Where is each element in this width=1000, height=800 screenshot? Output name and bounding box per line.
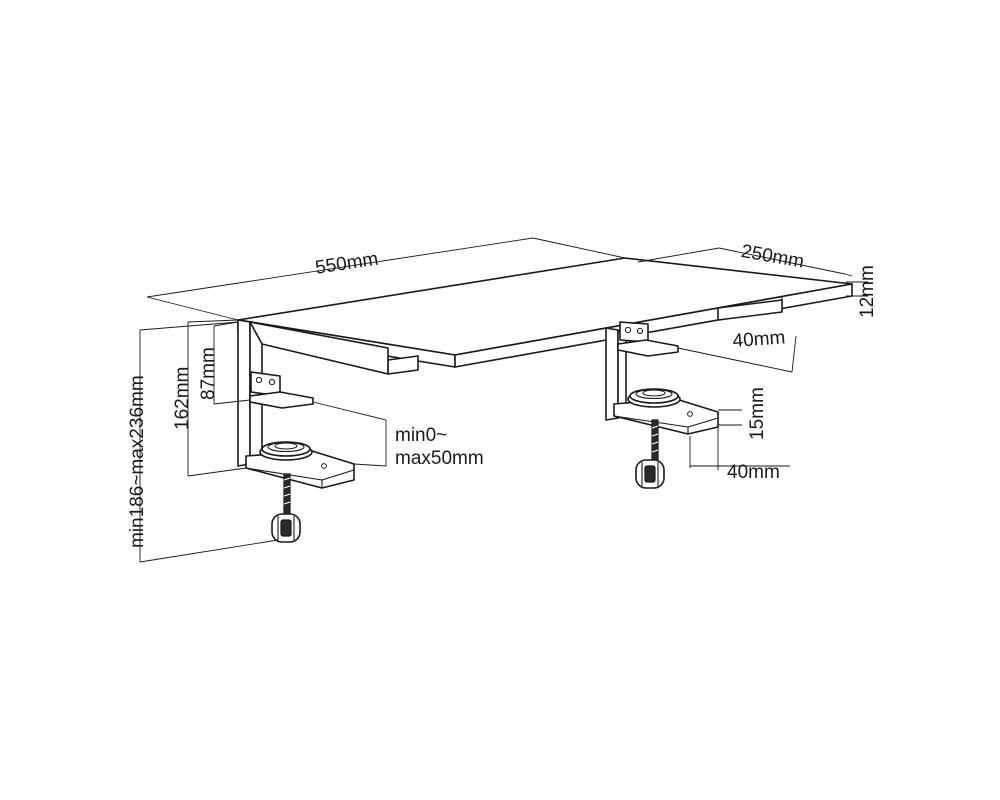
thickness-label: 12mm [857, 265, 878, 318]
clamp-height-label: 15mm [747, 387, 768, 440]
right-bracket [605, 321, 719, 489]
left-bracket [237, 319, 389, 543]
dimension-lines [139, 237, 868, 563]
clamp-depth-label: 40mm [727, 462, 780, 483]
bracket-width-label: 40mm [731, 327, 787, 352]
overall-height-label: min186~max236mm [127, 375, 148, 548]
clamp-gap-label-line2: max50mm [395, 448, 484, 469]
shelf-to-tray-label: 87mm [198, 347, 219, 400]
clamp-gap-label-line1: min0~ [395, 425, 448, 446]
total-bracket-label: 162mm [172, 366, 193, 430]
